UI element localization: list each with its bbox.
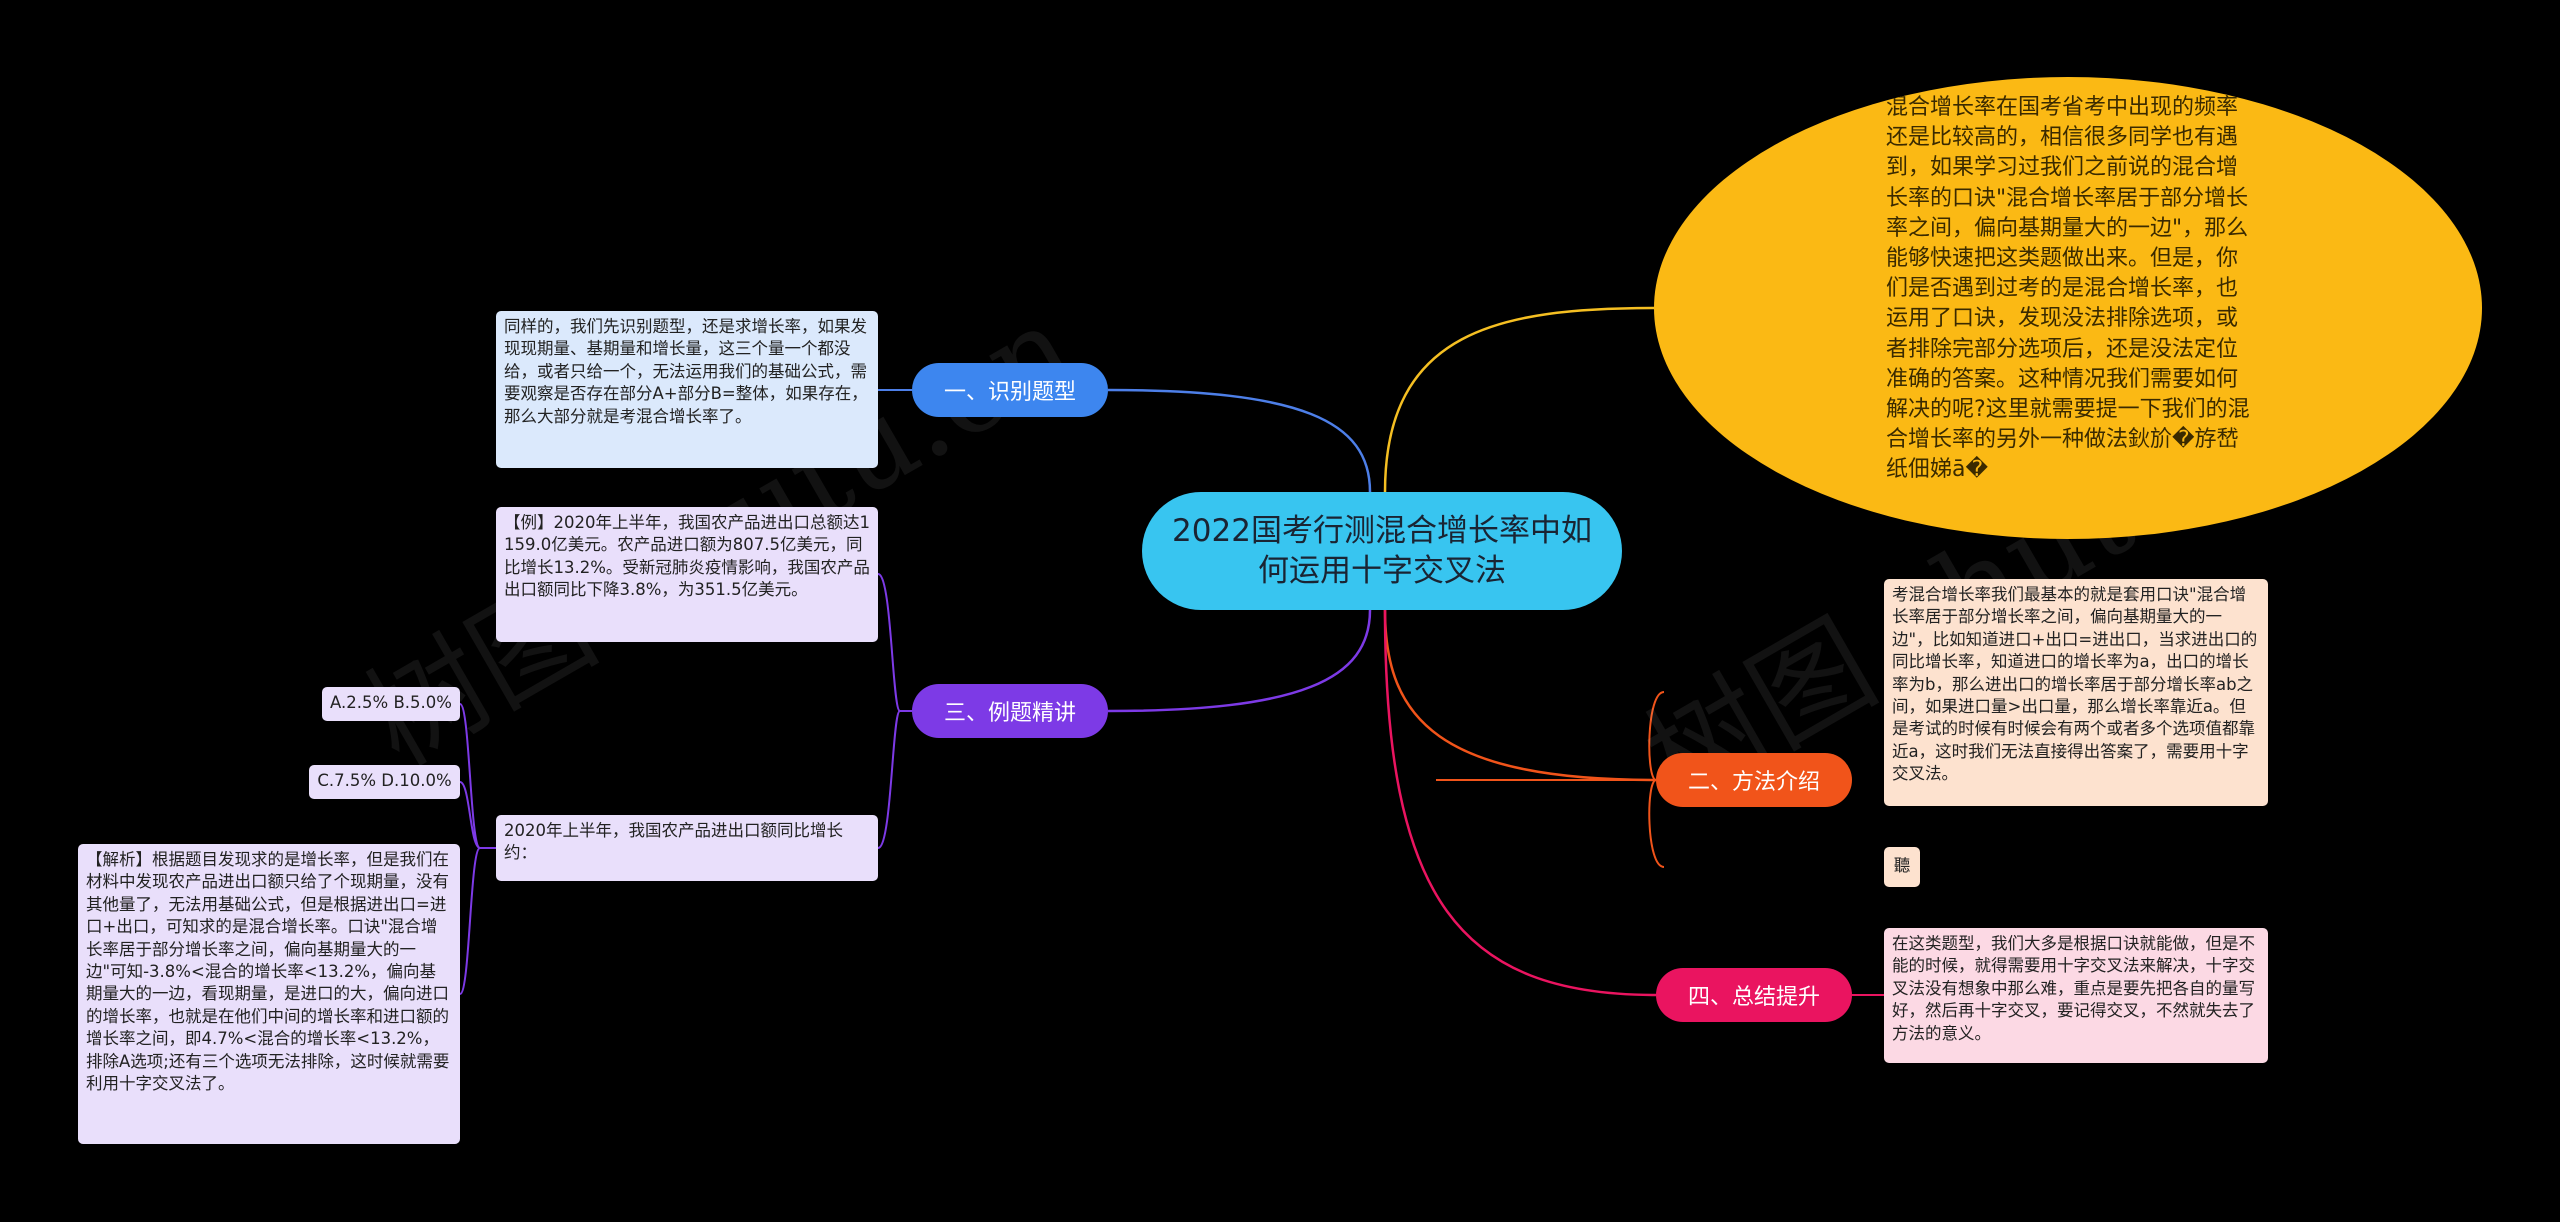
link-central-intro [1383, 306, 1657, 493]
example-analysis[interactable]: 【解析】根据题目发现求的是增长率，但是我们在材料中发现农产品进出口额只给了个现期… [78, 844, 460, 1144]
branch-summary[interactable]: 四、总结提升 [1656, 968, 1852, 1022]
link-b3-bracket [877, 573, 912, 849]
summary-text[interactable]: 在这类题型，我们大多是根据口诀就能做，但是不能的时候，就得需要用十字交叉法来解决… [1884, 928, 2268, 1063]
branch-identify[interactable]: 一、识别题型 [912, 363, 1108, 417]
option-cd[interactable]: C.7.5% D.10.0% [309, 765, 460, 799]
identify-text[interactable]: 同样的，我们先识别题型，还是求增长率，如果发现现期量、基期量和增长量，这三个量一… [496, 311, 878, 468]
branch-method[interactable]: 二、方法介绍 [1656, 753, 1852, 807]
method-text[interactable]: 考混合增长率我们最基本的就是套用口诀"混合增长率居于部分增长率之间，偏向基期量大… [1884, 579, 2268, 806]
option-ab[interactable]: A.2.5% B.5.0% [322, 687, 460, 721]
central-topic[interactable]: 2022国考行测混合增长率中如何运用十字交叉法 [1142, 492, 1622, 610]
branch-example[interactable]: 三、例题精讲 [912, 684, 1108, 738]
link-central-b4 [1383, 609, 1657, 997]
example-material[interactable]: 【例】2020年上半年，我国农产品进出口总额达1159.0亿美元。农产品进口额为… [496, 507, 878, 642]
intro-bubble[interactable]: 混合增长率在国考省考中出现的频率还是比较高的，相信很多同学也有遇到，如果学习过我… [1654, 77, 2482, 539]
link-central-b2 [1383, 609, 1657, 782]
method-small-note[interactable]: 聽 [1884, 847, 1920, 887]
link-b2-bracket [1436, 691, 1665, 868]
link-question-bracket [459, 703, 496, 995]
example-question[interactable]: 2020年上半年，我国农产品进出口额同比增长约： [496, 815, 878, 881]
link-central-b1 [1107, 388, 1372, 493]
link-central-b3 [1107, 609, 1372, 713]
